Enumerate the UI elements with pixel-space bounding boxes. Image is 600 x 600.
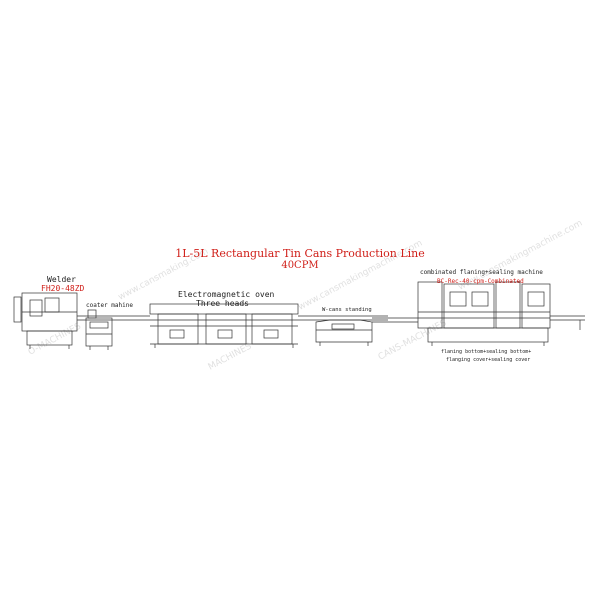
- oven-machine: [149, 303, 299, 348]
- standing-label: W-cans standing: [322, 307, 372, 313]
- welder-machine: [13, 292, 78, 349]
- combined-operations-line1: flaning bottom+sealing bottom+: [441, 349, 532, 355]
- oven-label: Electromagnetic oven: [178, 290, 275, 299]
- conveyor-1: [77, 315, 150, 321]
- coater-machine: [85, 309, 113, 350]
- oven-heads-label: Three heads: [196, 299, 249, 308]
- combined-machine-label: combinated flaning+sealing machine: [420, 269, 543, 276]
- welder-model-label: FH20-48ZD: [41, 284, 85, 293]
- combined-machine-model-label: BC-Rec-40-cpm-Combinated: [437, 278, 524, 285]
- welder-label: Welder: [47, 275, 76, 284]
- chart-title: 1L-5L Rectangular Tin Cans Production Li…: [175, 247, 425, 260]
- combined-machine: [417, 281, 585, 346]
- chart-subtitle: 40CPM: [281, 260, 319, 271]
- coater-label: coater mahine: [86, 302, 133, 309]
- combined-operations-line2: flanging cover+sealing cover: [446, 357, 531, 363]
- conveyor-3: [372, 317, 418, 323]
- standing-machine: [315, 319, 373, 346]
